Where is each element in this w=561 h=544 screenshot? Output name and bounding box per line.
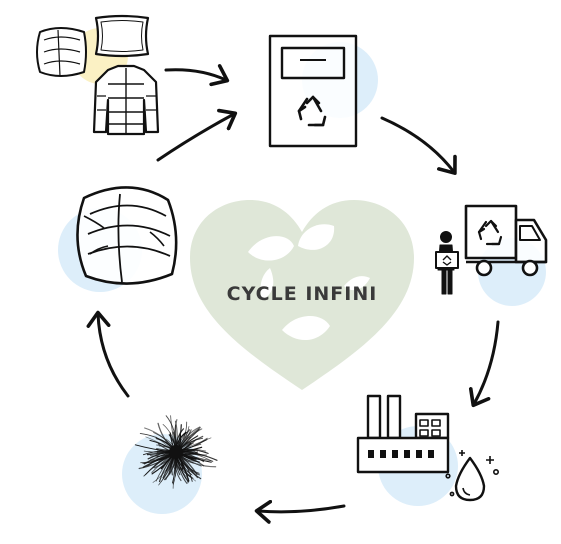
folded-duvet-icon	[76, 186, 178, 285]
heart-shape	[190, 200, 414, 390]
truck-icon	[464, 204, 548, 277]
pillow-icon	[94, 14, 150, 58]
stage-factory	[356, 394, 499, 506]
duvet-icon	[36, 27, 87, 77]
stage-new-duvet	[58, 186, 178, 292]
stage-transport	[435, 204, 548, 306]
water-drop-icon	[445, 450, 499, 502]
arrow-textiles-to-bin	[164, 64, 230, 87]
factory-icon	[356, 394, 450, 474]
stage-fiber	[122, 415, 218, 514]
leaf-icon	[248, 224, 370, 341]
fiber-core	[169, 445, 183, 459]
cycle-arrows	[86, 64, 500, 524]
stage-collection-bin	[268, 34, 378, 148]
fiber-tuft-icon	[134, 415, 218, 489]
arrow-bin-to-truck	[380, 116, 457, 175]
center-heart: CYCLE INFINI	[190, 200, 414, 390]
center-title: CYCLE INFINI	[227, 283, 378, 305]
person-carrying-box-icon	[435, 231, 459, 295]
recycle-icon	[297, 95, 327, 127]
recycle-icon	[477, 219, 503, 246]
stage-used-textiles	[36, 14, 160, 136]
arrow-factory-to-fiber	[254, 499, 346, 524]
arrow-duvet-to-bin	[156, 108, 238, 162]
arrow-fiber-to-duvet	[86, 310, 130, 398]
collection-bin-icon	[268, 34, 358, 148]
arrow-truck-to-factory	[468, 320, 500, 408]
puffer-jacket-icon	[92, 64, 160, 136]
